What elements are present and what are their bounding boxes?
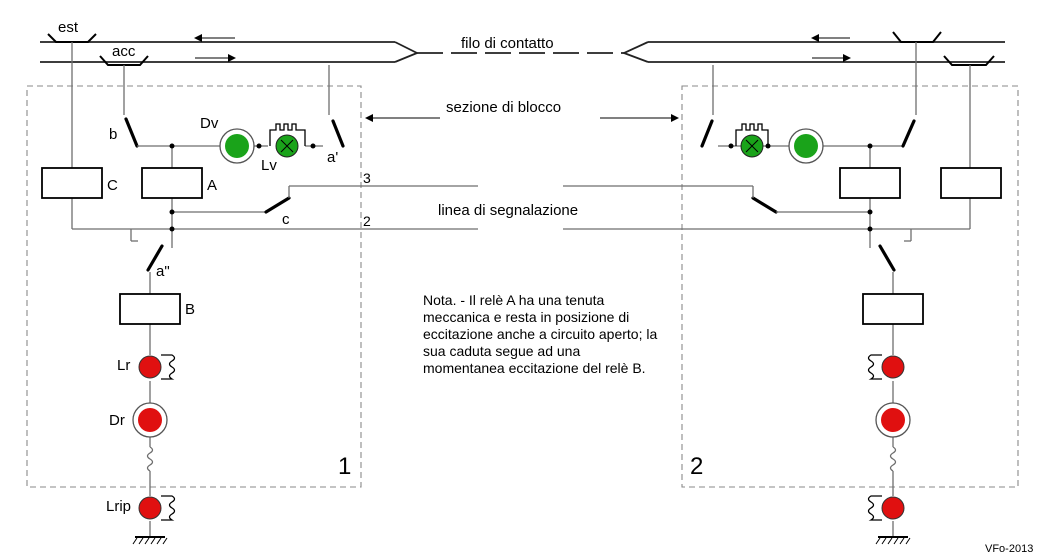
label-c: c <box>282 211 290 228</box>
label-linea-di-segnalazione: linea di segnalazione <box>438 202 578 219</box>
station-2-boundary <box>681 85 1019 488</box>
lamp-Lrip <box>138 495 176 521</box>
label-Dv: Dv <box>200 115 219 132</box>
label-a-prime: a' <box>327 149 338 166</box>
relay-B <box>119 293 181 325</box>
relay-C <box>41 167 103 199</box>
label-C: C <box>107 177 118 194</box>
lamp-Lv-station-2 <box>735 123 769 158</box>
station-1-boundary <box>26 85 362 488</box>
lamp-Dv <box>219 128 255 164</box>
lamp-Dv-station-2 <box>788 128 824 164</box>
label-Lrip: Lrip <box>106 498 131 515</box>
label-sezione-di-blocco: sezione di blocco <box>446 99 561 116</box>
lamp-Lr <box>138 354 176 380</box>
label-station-2: 2 <box>690 453 703 480</box>
relay-B-station-2 <box>862 293 924 325</box>
signature: VFo-2013 <box>985 543 1033 555</box>
label-acc: acc <box>112 43 136 60</box>
label-est: est <box>58 19 79 36</box>
label-Lv: Lv <box>261 157 277 174</box>
label-A: A <box>207 177 217 194</box>
lamp-Lv <box>269 123 306 158</box>
label-station-1: 1 <box>338 453 351 480</box>
label-Lr: Lr <box>117 357 130 374</box>
label-wire-2: 2 <box>363 213 371 229</box>
relay-A-station-2 <box>839 167 901 199</box>
note-text: Nota. - Il relè A ha una tenuta meccanic… <box>423 292 658 376</box>
lamp-Dr <box>132 402 168 438</box>
lamp-Dr-station-2 <box>875 402 911 438</box>
lamp-Lr-station-2 <box>867 354 905 380</box>
station-1-wiring <box>71 42 478 545</box>
label-Dr: Dr <box>109 412 125 429</box>
relay-C-station-2 <box>940 167 1002 199</box>
label-B: B <box>185 301 195 318</box>
relay-A <box>141 167 203 199</box>
label-wire-3: 3 <box>363 170 371 186</box>
label-filo-di-contatto: filo di contatto <box>461 35 554 52</box>
lamp-Lrip-station-2 <box>867 495 905 521</box>
label-b: b <box>109 126 117 143</box>
label-a-double-prime: a" <box>156 263 170 280</box>
